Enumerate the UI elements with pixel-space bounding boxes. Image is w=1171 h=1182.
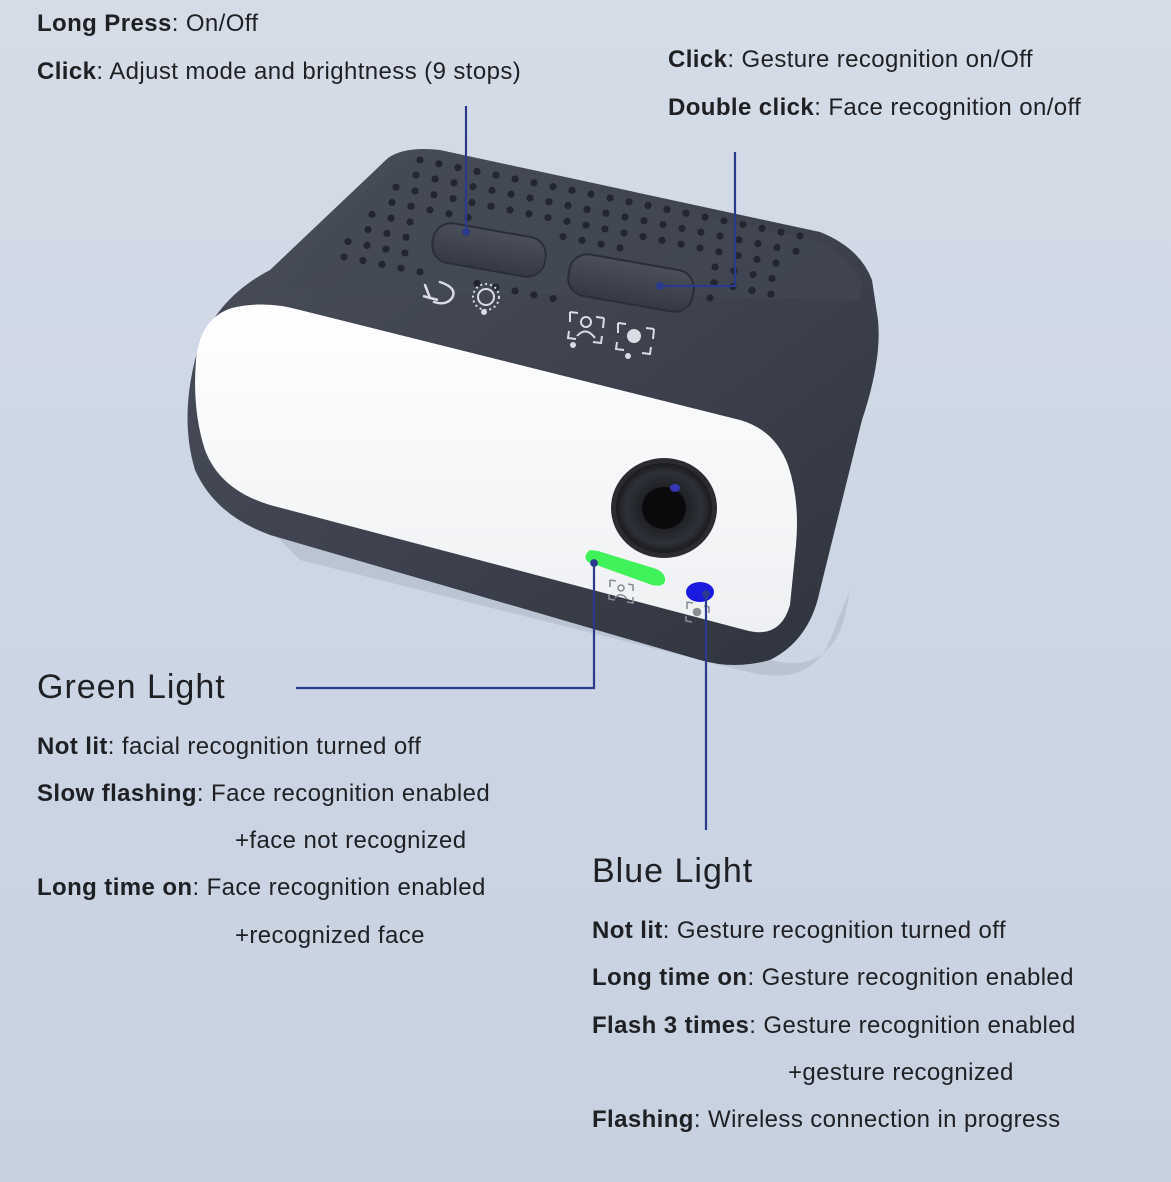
power-long-press-line: Long Press: On/Off xyxy=(37,10,259,37)
blue-flashing-label: Flashing xyxy=(592,1106,694,1133)
green-not-lit-label: Not lit xyxy=(37,733,108,760)
blue-not-lit-value: Gesture recognition turned off xyxy=(676,917,1007,944)
power-long-press-value: On/Off xyxy=(185,10,259,37)
blue-flashing-line: Flashing: Wireless connection in progres… xyxy=(592,1106,1061,1133)
green-slow-flashing-label: Slow flashing xyxy=(37,780,197,807)
green-long-time-on-continuation: +recognized face xyxy=(235,922,425,949)
green-light-title: Green Light xyxy=(37,668,226,706)
power-click-line: Click: Adjust mode and brightness (9 sto… xyxy=(37,58,522,85)
blue-light-title: Blue Light xyxy=(592,852,754,890)
recognition-click-label: Click xyxy=(668,46,728,73)
green-not-lit-value: facial recognition turned off xyxy=(121,733,422,760)
green-slow-flashing-value: Face recognition enabled xyxy=(211,780,491,807)
blue-flash-3-times-label: Flash 3 times xyxy=(592,1012,750,1039)
power-button[interactable] xyxy=(429,220,548,279)
blue-flashing-value: Wireless connection in progress xyxy=(708,1106,1061,1133)
brightness-icon xyxy=(472,283,500,315)
green-long-time-on-line: Long time on: Face recognition enabled xyxy=(37,874,486,901)
green-long-time-on-value: Face recognition enabled xyxy=(206,874,486,901)
recognition-double-click-label: Double click xyxy=(668,94,815,121)
leader-lines xyxy=(296,106,737,830)
power-icon xyxy=(422,280,455,305)
blue-led-gesture-icon xyxy=(685,601,710,623)
gesture-recognition-icon xyxy=(614,322,655,359)
recognition-click-line: Click: Gesture recognition on/Off xyxy=(668,46,1033,73)
green-not-lit-line: Not lit: facial recognition turned off xyxy=(37,733,422,760)
speaker-grille xyxy=(340,156,804,303)
recognition-button-leader xyxy=(660,152,737,288)
recognition-double-click-line: Double click: Face recognition on/off xyxy=(668,94,1082,121)
recognition-button[interactable] xyxy=(565,251,696,314)
camera-lens-icon xyxy=(611,458,717,558)
blue-led xyxy=(686,582,714,602)
blue-long-time-on-label: Long time on xyxy=(592,964,748,991)
green-led xyxy=(585,550,666,586)
face-recognition-icon xyxy=(566,311,605,348)
blue-long-time-on-value: Gesture recognition enabled xyxy=(761,964,1074,991)
green-slow-flashing-line: Slow flashing: Face recognition enabled xyxy=(37,780,491,807)
green-slow-flashing-continuation: +face not recognized xyxy=(235,827,467,854)
recognition-click-value: Gesture recognition on/Off xyxy=(741,46,1033,73)
blue-not-lit-label: Not lit xyxy=(592,917,663,944)
green-led-face-icon xyxy=(608,579,634,604)
green-light-leader xyxy=(296,563,596,690)
recognition-double-click-value: Face recognition on/off xyxy=(828,94,1082,121)
power-click-value: Adjust mode and brightness (9 stops) xyxy=(109,58,522,85)
blue-long-time-on-line: Long time on: Gesture recognition enable… xyxy=(592,964,1074,991)
power-click-label: Click xyxy=(37,58,97,85)
blue-flash-3-times-line: Flash 3 times: Gesture recognition enabl… xyxy=(592,1012,1076,1039)
green-long-time-on-label: Long time on xyxy=(37,874,193,901)
blue-flash-3-times-value: Gesture recognition enabled xyxy=(763,1012,1076,1039)
blue-not-lit-line: Not lit: Gesture recognition turned off xyxy=(592,917,1007,944)
blue-flash-3-times-continuation: +gesture recognized xyxy=(788,1059,1014,1086)
power-long-press-label: Long Press xyxy=(37,10,172,37)
